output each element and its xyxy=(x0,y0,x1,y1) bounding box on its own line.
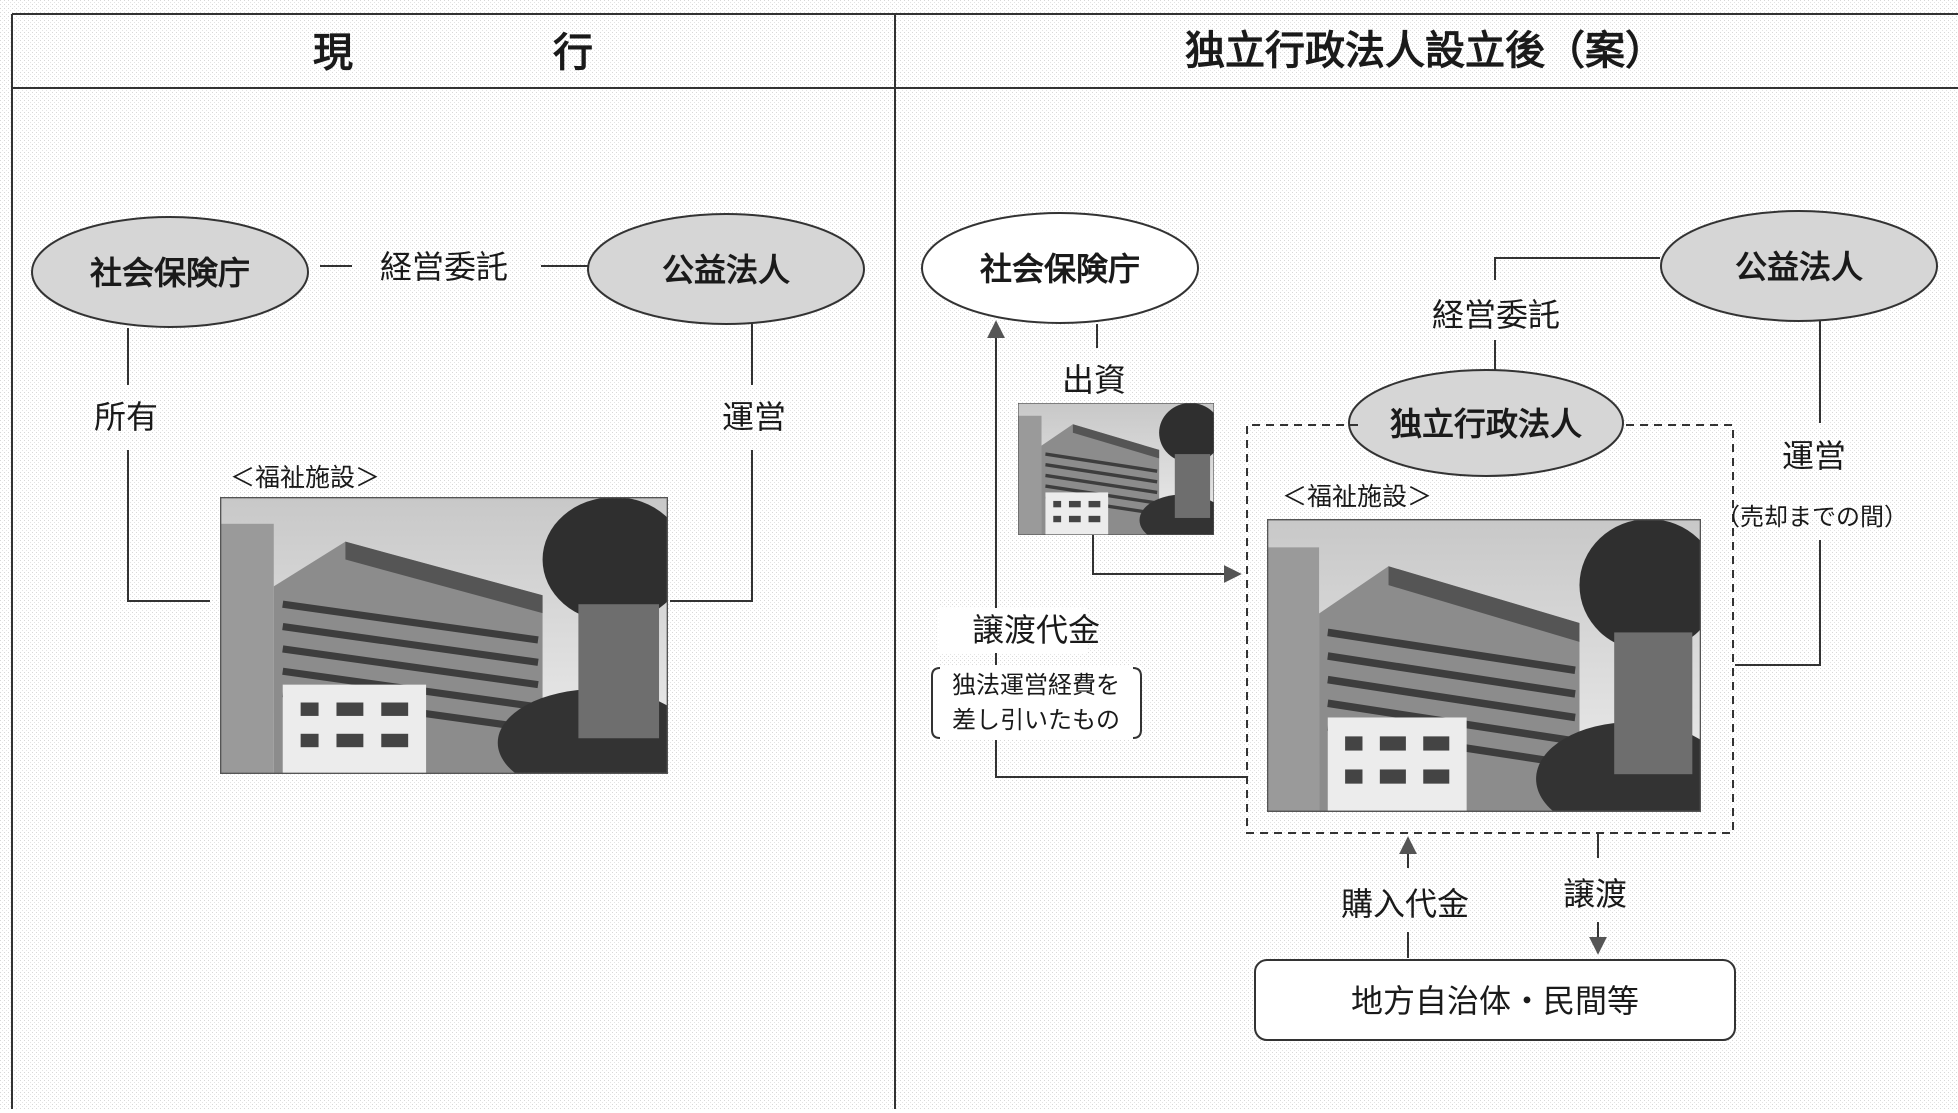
note-bracket-left xyxy=(931,667,941,739)
left-facility-caption: ＜福祉施設＞ xyxy=(230,463,380,492)
invest-arrow xyxy=(1092,535,1242,583)
left-operate-line-bottom xyxy=(670,450,753,602)
right-operate-line-bottom xyxy=(1735,540,1821,666)
left-corporation-ellipse xyxy=(587,213,865,325)
right-agency-label: 社会保険庁 xyxy=(980,250,1140,288)
left-panel: 社会保険庁 公益法人 経営委託 所有 運営 ＜福祉施設＞ xyxy=(31,213,865,796)
left-consign-label: 経営委託 xyxy=(380,248,508,286)
transfer-price-arrow xyxy=(987,320,1247,778)
right-consign-label: 経営委託 xyxy=(1432,296,1560,334)
header-after-establishment: 独立行政法人設立後（案） xyxy=(1185,28,1665,74)
table-frame xyxy=(11,13,1958,1109)
left-agency-ellipse xyxy=(31,216,309,328)
transfer-label: 譲渡 xyxy=(1563,875,1627,913)
right-operate-label: 運営 xyxy=(1782,437,1846,475)
iai-ellipse xyxy=(1348,369,1624,477)
transfer-price-label: 譲渡代金 xyxy=(972,611,1100,649)
right-panel: 社会保険庁 公益法人 独立行政法人 経営委託 出資 ＜福祉施設＞ 運営 （売却ま… xyxy=(921,210,1938,1041)
left-operate-label: 運営 xyxy=(722,398,786,436)
right-agency-ellipse xyxy=(921,212,1199,324)
iai-label: 独立行政法人 xyxy=(1390,405,1582,443)
transfer-price-note-bg xyxy=(930,665,1142,740)
header-current: 現 行 xyxy=(313,30,593,76)
transfer-price-label-bg xyxy=(938,608,1088,653)
note-bracket-right xyxy=(1132,667,1142,739)
transfer-price-note-line1: 独法運営経費を xyxy=(952,671,1120,699)
right-consign-line-top xyxy=(1494,257,1660,280)
right-facility-caption: ＜福祉施設＞ xyxy=(1282,482,1432,511)
right-corporation-ellipse xyxy=(1660,210,1938,322)
left-facility-photo xyxy=(220,497,695,796)
small-facility-photo xyxy=(1018,403,1214,535)
left-own-label: 所有 xyxy=(94,398,158,436)
transfer-price-note-line2: 差し引いたもの xyxy=(952,706,1120,734)
left-own-line-bottom xyxy=(127,450,210,602)
right-corporation-label: 公益法人 xyxy=(1735,248,1863,286)
left-corporation-label: 公益法人 xyxy=(662,251,790,289)
buyers-box xyxy=(1254,959,1736,1041)
left-agency-label: 社会保険庁 xyxy=(90,254,250,292)
right-operate-note: （売却までの間） xyxy=(1716,503,1908,531)
invest-label: 出資 xyxy=(1062,361,1126,399)
purchase-price-label: 購入代金 xyxy=(1341,885,1469,923)
buyers-label: 地方自治体・民間等 xyxy=(1351,982,1639,1020)
iai-scope-box xyxy=(1246,424,1734,834)
right-facility-photo xyxy=(1267,519,1727,836)
